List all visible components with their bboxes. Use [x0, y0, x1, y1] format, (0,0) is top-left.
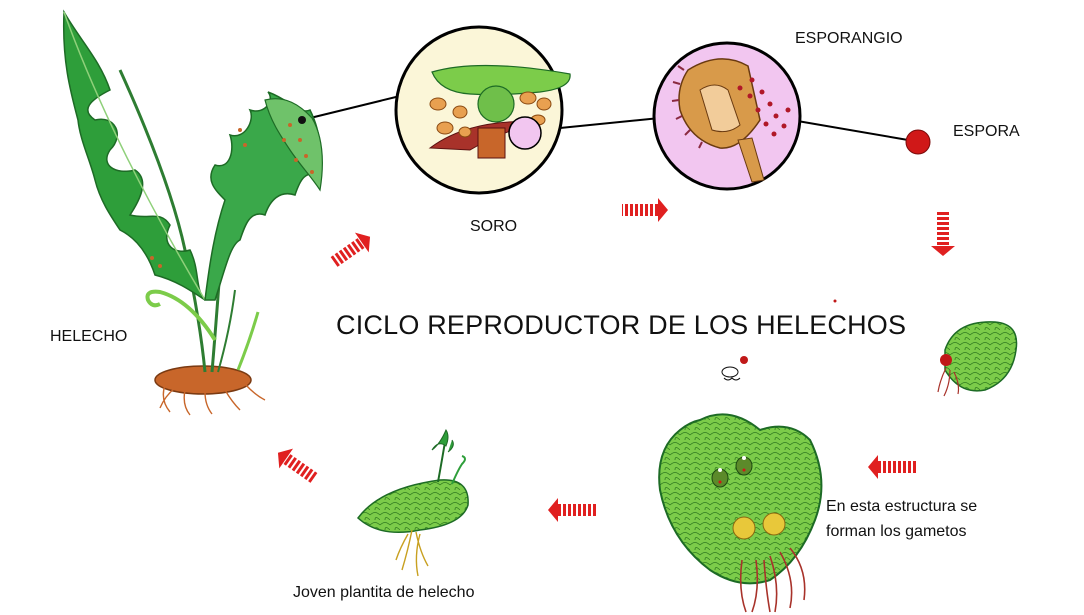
prothallus-icon: [658, 413, 823, 613]
spore-icon: [905, 129, 931, 155]
label-helecho: HELECHO: [50, 328, 128, 345]
young-fern-icon: [356, 428, 469, 577]
label-joven: Joven plantita de helecho: [293, 584, 475, 601]
small-prothallus-icon: [937, 321, 1018, 397]
label-gametos-line2: forman los gametos: [826, 523, 967, 540]
cycle-arrow-icon: [277, 448, 318, 483]
connector-lines: [301, 95, 909, 141]
germinating-spore-icon: [721, 356, 748, 381]
esporangio-circle-icon: [652, 41, 802, 191]
cycle-arrow-icon: [931, 212, 955, 256]
diagram-title: CICLO REPRODUCTOR DE LOS HELECHOS: [336, 310, 907, 340]
label-gametos-line1: En esta estructura se: [826, 498, 978, 515]
label-esporangio: ESPORANGIO: [795, 30, 903, 47]
label-soro: SORO: [470, 218, 518, 235]
cycle-arrows: [277, 198, 955, 522]
label-espora: ESPORA: [953, 123, 1020, 140]
cycle-arrow-icon: [868, 455, 916, 479]
cycle-arrow-icon: [330, 232, 371, 267]
cycle-arrow-icon: [548, 498, 596, 522]
dot-mark: [833, 299, 837, 303]
cycle-arrow-icon: [622, 198, 668, 222]
soro-circle-icon: [394, 25, 571, 195]
fern-plant-icon: [62, 9, 323, 416]
